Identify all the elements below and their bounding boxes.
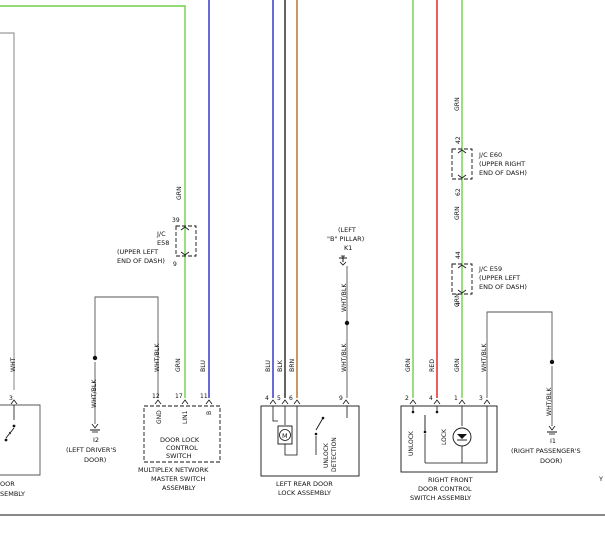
master-label-3: ASSEMBLY — [162, 484, 196, 492]
wire-label-brn-rear: BRN — [289, 358, 296, 372]
master-inner-3: SWITCH — [166, 452, 192, 460]
wire-label-whtblk-k1a: WHT/BLK — [341, 283, 348, 312]
right-front-label-3: SWITCH ASSEMBLY — [410, 494, 471, 502]
i2-id: I2 — [93, 436, 99, 444]
term-gnd: GND — [156, 410, 163, 424]
wire-label-whtblk-i2: WHT/BLK — [91, 379, 98, 408]
pin-42: 42 — [455, 136, 462, 144]
i1-id: I1 — [550, 437, 556, 445]
i2-desc-1: (LEFT DRIVER'S — [66, 446, 116, 454]
master-label-1: MULTIPLEX NETWORK — [138, 466, 209, 474]
motor-symbol: M — [282, 432, 288, 440]
term-lock: LOCK — [441, 428, 448, 445]
pin-12: 12 — [152, 393, 160, 400]
right-front-label-2: DOOR CONTROL — [418, 485, 472, 493]
pin-5-rear: 5 — [277, 395, 281, 402]
jc-e58-label-4: END OF DASH) — [117, 257, 165, 265]
pin-9-e58: 9 — [173, 261, 177, 268]
left-cut-label-2: SEMBLY — [0, 490, 25, 498]
i1-ground-circuit — [486, 311, 557, 435]
jc-e60-connector — [451, 148, 473, 180]
pin-3-rf: 3 — [479, 395, 483, 402]
pin-62: 62 — [455, 188, 462, 196]
i1-desc-2: DOOR) — [540, 457, 562, 465]
wire-label-whtblk-k1b: WHT/BLK — [341, 343, 348, 372]
term-unlock: UNLOCK — [408, 430, 415, 456]
jc-e58-label-3: (UPPER LEFT — [117, 248, 158, 256]
jc-e58-connector — [175, 225, 197, 257]
left-rear-label-1: LEFT REAR DOOR — [276, 480, 333, 488]
k1-label-1: (LEFT — [338, 226, 356, 234]
jc-e60-label-1: J/C E60 — [478, 151, 502, 159]
k1-label-2: "B" PILLAR) — [327, 235, 364, 243]
pin-39: 39 — [172, 217, 180, 224]
left-partial-wires: 3 — [0, 5, 186, 405]
wire-label-grn-master: GRN — [175, 358, 182, 372]
term-lin1: LIN1 — [182, 410, 189, 424]
master-inner-2: CONTROL — [166, 444, 198, 452]
wire-label-whtblk-rf: WHT/BLK — [481, 343, 488, 372]
pin-11: 11 — [200, 393, 208, 400]
wire-label-blk-rear: BLK — [277, 359, 284, 372]
wire-label-red-rf: RED — [429, 359, 436, 372]
jc-e59-label-3: END OF DASH) — [479, 283, 527, 291]
pin-1-rf: 1 — [454, 395, 458, 402]
pin-4-rf: 4 — [429, 395, 433, 402]
left-cut-label-1: OOR — [0, 480, 15, 488]
jc-e60-label-3: END OF DASH) — [479, 169, 527, 177]
pin-6-rear: 6 — [289, 395, 293, 402]
wire-label-wht-left: WHT — [10, 357, 17, 372]
wire-label-grn-e58: GRN — [176, 186, 183, 200]
jc-e58-label-1: J/C — [156, 230, 166, 238]
wire-label-grn-mid: GRN — [454, 206, 461, 220]
wire-label-blu-rear: BLU — [265, 360, 272, 372]
jc-e59-label-1: J/C E59 — [478, 265, 502, 273]
wire-label-grn-rf2: GRN — [454, 358, 461, 372]
i2-ground-circuit — [90, 296, 159, 433]
term-b: B — [206, 411, 213, 415]
right-cut-label: Y — [598, 475, 603, 483]
pin-44: 44 — [455, 251, 462, 259]
wire-label-blu-master: BLU — [200, 360, 207, 372]
wire-label-grn-rf1: GRN — [405, 358, 412, 372]
master-label-2: MASTER SWITCH — [151, 475, 205, 483]
left-rear-door-lock-assembly — [260, 399, 360, 477]
pin-4-rear: 4 — [265, 395, 269, 402]
wire-label-grn-top: GRN — [454, 97, 461, 111]
pin-4-e59: 4 — [455, 302, 462, 306]
wire-label-whtblk-master: WHT/BLK — [154, 343, 161, 372]
master-inner-1: DOOR LOCK — [160, 436, 200, 444]
right-front-label-1: RIGHT FRONT — [428, 476, 473, 484]
left-cut-component — [0, 404, 41, 476]
k1-label-3: K1 — [344, 244, 352, 252]
right-front-door-control-switch — [400, 399, 498, 473]
left-rear-label-2: LOCK ASSEMBLY — [278, 489, 331, 497]
wire-label-grn-low: GRN — [454, 293, 461, 307]
pin-17: 17 — [175, 393, 183, 400]
wire-label-whtblk-i1: WHT/BLK — [546, 387, 553, 416]
unlock-detection-2: DETECTION — [331, 437, 338, 472]
jc-e58-label-2: E58 — [157, 239, 169, 247]
master-switch-assembly — [143, 399, 221, 463]
jc-e59-connector — [451, 263, 473, 295]
pin-2-rf: 2 — [405, 395, 409, 402]
jc-e60-label-2: (UPPER RIGHT — [479, 160, 525, 168]
pin-9-rear: 9 — [339, 395, 343, 402]
unlock-detection-1: UNLOCK — [323, 442, 330, 468]
i2-desc-2: DOOR) — [84, 456, 106, 464]
i1-desc-1: (RIGHT PASSENGER'S — [511, 447, 581, 455]
pin-3-left: 3 — [9, 395, 13, 402]
jc-e59-label-2: (UPPER LEFT — [479, 274, 520, 282]
k1-ground — [339, 255, 350, 398]
